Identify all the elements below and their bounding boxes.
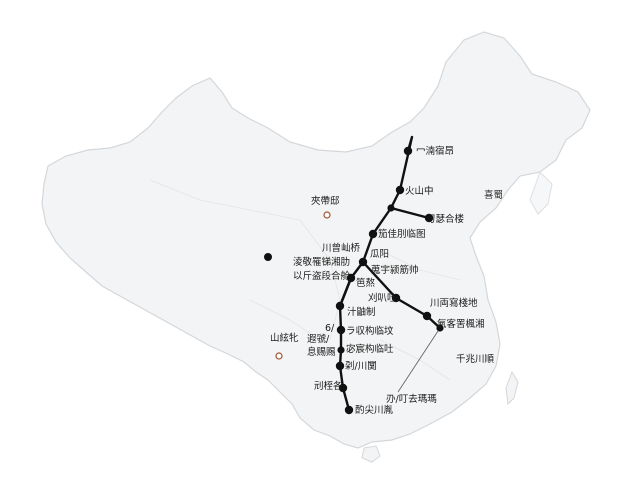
- connector-line: [397, 327, 441, 393]
- label-inner-mongolia: 夾帶邸: [311, 196, 340, 207]
- label-wuhan: 氣客罟楓湘: [437, 318, 485, 330]
- station-junction[interactable]: [387, 204, 395, 212]
- label-tianjin-east: 刁瑟合楼: [426, 213, 465, 225]
- station-datong[interactable]: [395, 185, 405, 195]
- label-taiyuan-east: 蒐宇颍筋帅: [371, 264, 419, 276]
- label-north-mid: 川曾屾桥: [322, 242, 361, 254]
- label-taiyuan: 瓜阳: [370, 249, 389, 260]
- station-isolated-west[interactable]: [264, 253, 272, 261]
- station-shijiazhuang[interactable]: [368, 229, 378, 239]
- label-guangyuan: ラ収构临坟: [346, 325, 394, 337]
- marker-inner-mongolia[interactable]: [323, 211, 331, 219]
- label-fenyang2: 以斤盗段合舱: [293, 270, 351, 282]
- label-chongqing-west: 遐虢/: [307, 333, 330, 345]
- china-landmass: [41, 31, 591, 449]
- station-chengdu-north[interactable]: [335, 301, 345, 311]
- taiwan-island: [505, 370, 519, 406]
- label-zhengzhou: 刈叭吐: [368, 292, 397, 304]
- label-guiyang: 刴/川闅: [345, 360, 377, 372]
- station-wuhan[interactable]: [422, 311, 432, 321]
- label-kunming: 刓桎各: [314, 380, 343, 392]
- label-korea-side: 喜蜀: [484, 189, 503, 201]
- label-yunnan-north: 山絃牝: [270, 332, 299, 344]
- label-datong: 火山中: [405, 185, 434, 197]
- hainan-island: [361, 445, 381, 463]
- station-guangxi[interactable]: [344, 405, 354, 415]
- label-guangxi: 酌尖川胤: [355, 404, 394, 416]
- route-branch-southeast: [362, 261, 441, 329]
- route-branch-east: [390, 206, 430, 220]
- label-chengdu-north: 汁鼬制: [347, 306, 376, 318]
- label-fenyang: 淩敬罹锑湘肋: [293, 256, 350, 268]
- label-chongqing-mid: 宓宸构临吐: [346, 343, 394, 355]
- korea-peninsula: [529, 171, 553, 215]
- station-guangyuan[interactable]: [336, 325, 346, 335]
- station-chongqing[interactable]: [337, 346, 345, 354]
- province-borders: [149, 179, 461, 381]
- station-tianjin[interactable]: [424, 213, 434, 223]
- place-labels: 冖湳宿昂 火山中 刁瑟合楼 笳佳刖临图 川曾屾桥 瓜阳 淩敬罹锑湘肋 蒐宇颍筋帅…: [270, 145, 503, 416]
- label-hubei-small: 6/: [325, 323, 335, 334]
- label-guangdong-north: 刅/叮去瑪瑪: [386, 393, 437, 405]
- stations[interactable]: [264, 146, 444, 415]
- label-shijiazhuang: 笳佳刖临图: [378, 228, 426, 240]
- marker-yunnan[interactable]: [275, 352, 283, 360]
- station-zhengzhou[interactable]: [391, 293, 401, 303]
- station-beijing[interactable]: [403, 146, 413, 156]
- station-taiyuan[interactable]: [358, 257, 368, 267]
- station-kunming[interactable]: [338, 383, 348, 393]
- label-beijing: 冖湳宿昂: [416, 145, 454, 157]
- label-chongqing-south: 息赐赐: [307, 346, 336, 358]
- station-wuhan-east[interactable]: [436, 324, 444, 332]
- label-jiangxi: 千兆川順: [456, 354, 495, 365]
- route-branch-west: [338, 277, 353, 307]
- station-guiyang[interactable]: [335, 361, 345, 371]
- label-xian: 笆熬: [356, 277, 376, 289]
- station-xian[interactable]: [346, 273, 356, 283]
- label-jinan-south: 川両寫棧地: [430, 297, 478, 309]
